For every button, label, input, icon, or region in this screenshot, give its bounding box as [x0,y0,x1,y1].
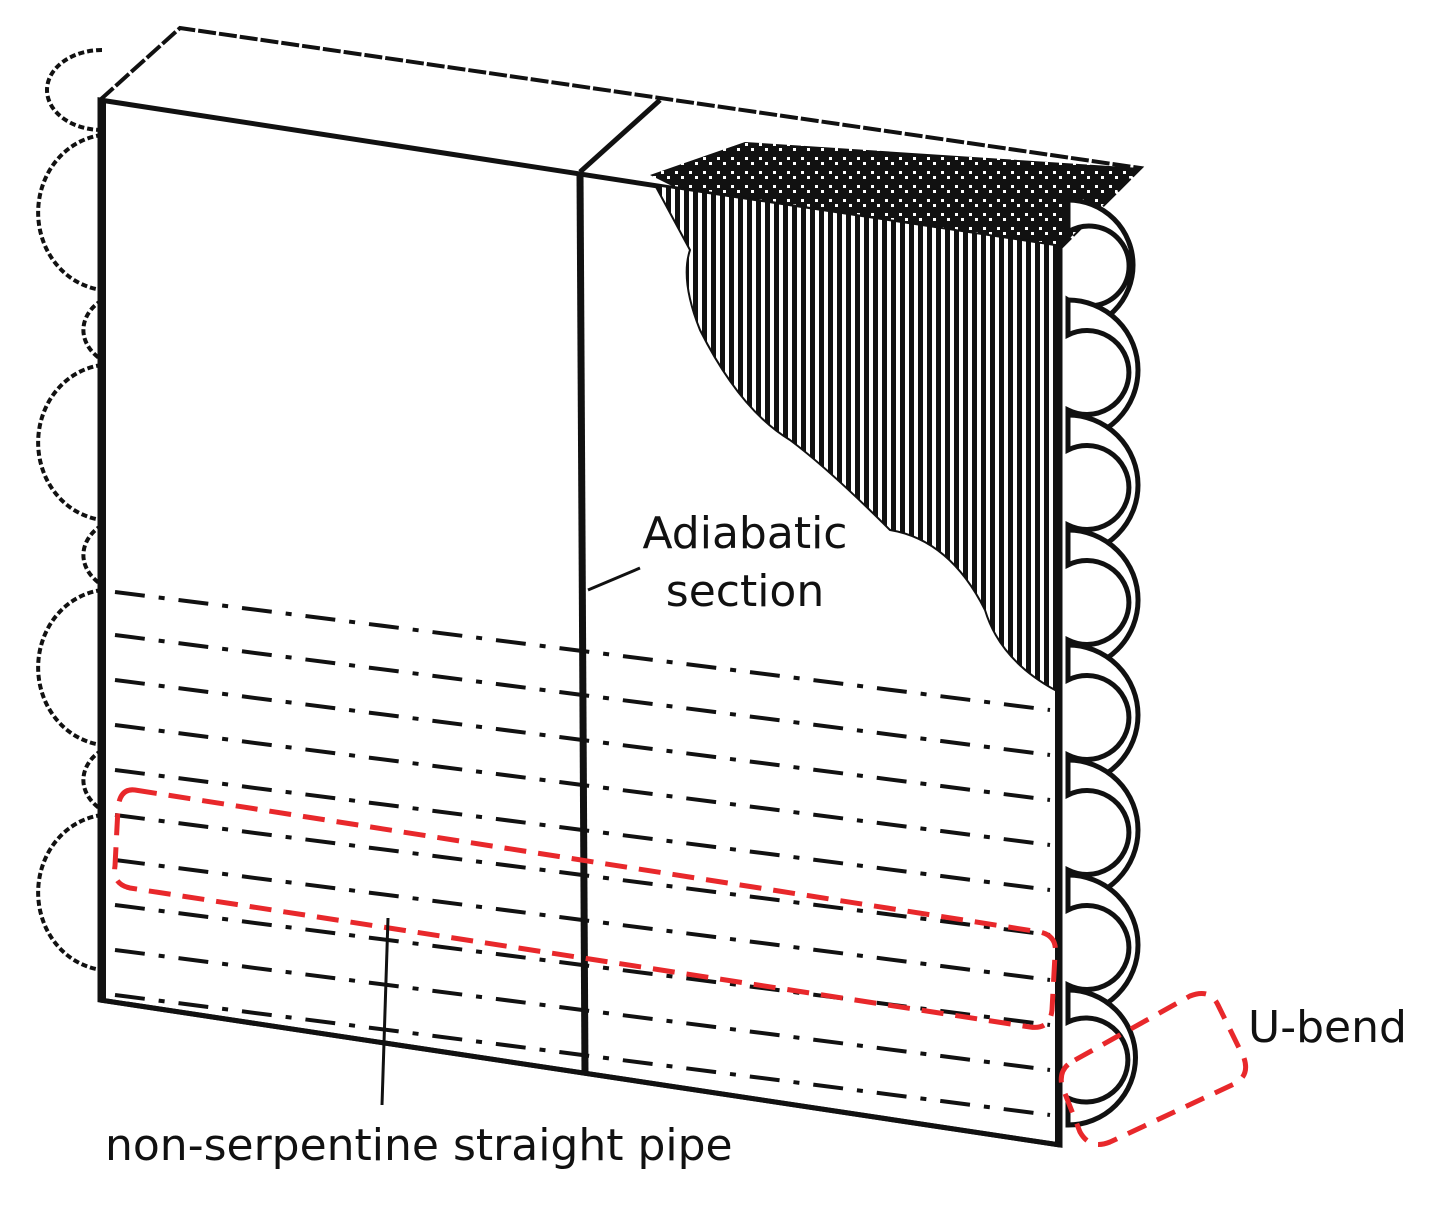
left-bend-1 [45,48,103,132]
adiabatic-label-line1: Adiabatic [642,508,848,559]
left-bend-6 [36,588,103,747]
right-bend-7 [1065,872,1141,1018]
left-bend-7 [81,748,104,812]
adiabatic-section-label: Adiabatic section [600,512,890,628]
left-u-bends [36,48,104,972]
straight-pipe-label: non-serpentine straight pipe [105,1120,733,1171]
right-bend-4 [1065,527,1141,673]
u-bend-label: U-bend [1248,1002,1407,1053]
left-bend-4 [36,363,103,522]
pipe-leader-line [380,917,390,1106]
adiabatic-label-line2: section [665,566,825,617]
tube-rows [114,590,1051,1117]
adiabatic-leader-line [587,566,641,592]
left-bend-3 [81,298,104,362]
left-bend-8 [36,813,103,972]
left-bend-5 [81,523,104,587]
u-bend-highlight [1058,991,1249,1147]
left-bend-2 [36,133,103,292]
right-bend-3 [1065,412,1141,558]
right-bend-5 [1065,642,1141,788]
adiabatic-divider-top [578,98,662,174]
fin-hatch-region [653,183,1056,692]
straight-pipe-highlight [112,787,1058,1030]
right-bend-2 [1065,297,1141,443]
block-bottom-edge [99,997,1061,1148]
right-bend-6 [1065,757,1141,903]
adiabatic-divider [576,171,589,1076]
right-u-bends [1065,197,1141,1128]
fin-top-pattern [650,142,1140,248]
